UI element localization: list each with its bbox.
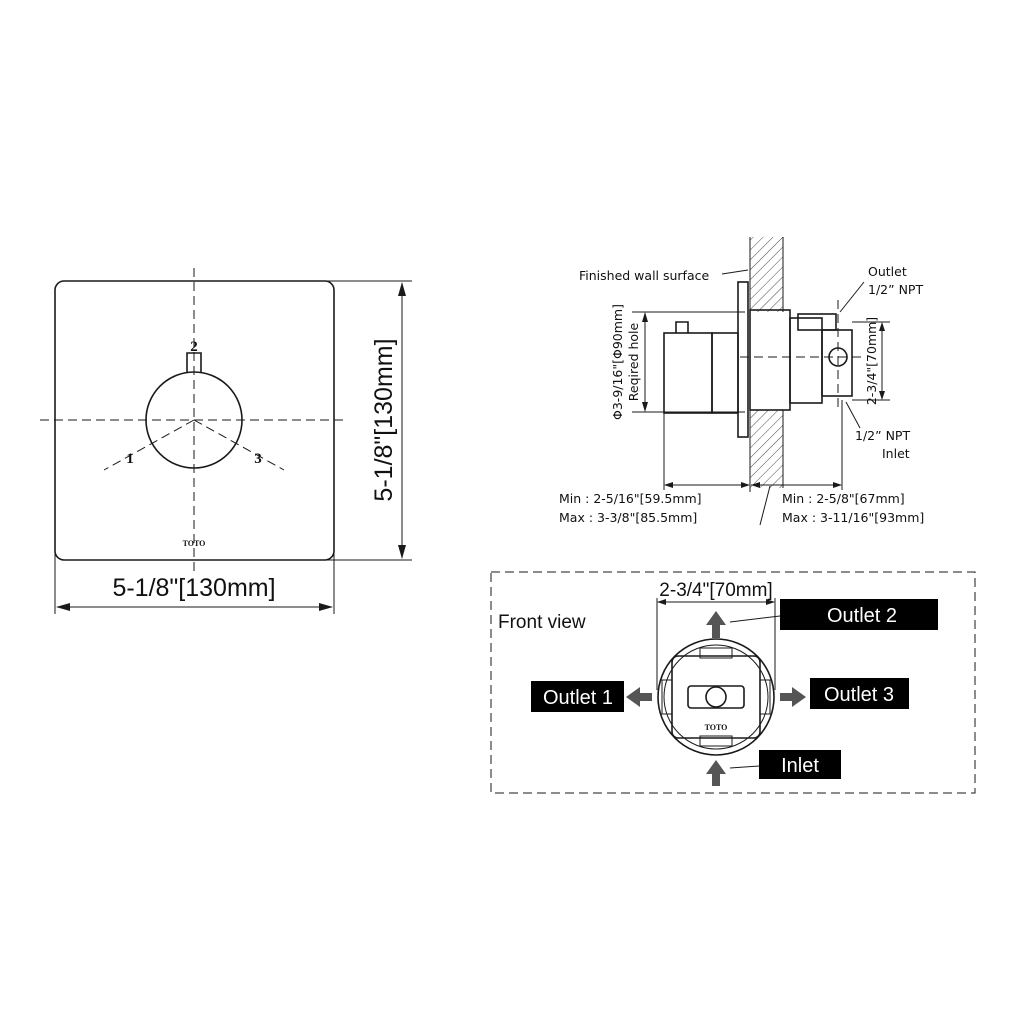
outlet-2-label: Outlet 2 — [827, 605, 897, 627]
outlet-label: Outlet — [868, 264, 907, 279]
front-plate-view: 2 1 3 TOTO 5-1/8"[130mm] 5-1/8"[130mm] — [40, 268, 412, 614]
wall-leader — [721, 269, 749, 275]
side-trim-ring — [711, 332, 739, 414]
depth-leader — [759, 485, 771, 526]
valve-escutcheon — [749, 309, 791, 411]
width-dimension-label: 5-1/8"[130mm] — [112, 574, 275, 602]
inlet-leader — [845, 401, 861, 429]
inlet-tag-leader — [729, 765, 760, 769]
fv-arrow-left — [657, 599, 666, 605]
height-arrow-top — [398, 282, 406, 296]
position-line-1 — [103, 419, 195, 471]
min-right-label: Min : 2-5/8"[67mm] — [782, 491, 905, 506]
side-knob-tab — [675, 321, 689, 333]
valve-stem-slot — [687, 685, 745, 709]
front-view-frame — [490, 571, 976, 794]
valve-port-left — [661, 679, 673, 715]
position-label-1: 1 — [126, 451, 134, 467]
side-knob — [663, 332, 713, 414]
hole-label: Reqired hole — [626, 322, 641, 401]
position-label-3: 3 — [254, 451, 262, 467]
valve-port-top — [699, 647, 733, 659]
depth-arrow-left — [664, 482, 673, 488]
wall-surface-label: Finished wall surface — [579, 268, 709, 283]
valve-face-logo: TOTO — [705, 723, 728, 732]
arrow-right-icon — [780, 687, 806, 707]
min-left-label: Min : 2-5/16"[59.5mm] — [559, 491, 702, 506]
side-cover-plate — [737, 281, 749, 438]
inlet-tag-label: Inlet — [781, 755, 819, 777]
fv-arrow-right — [766, 599, 775, 605]
depth-arrow-mid-right — [751, 482, 760, 488]
height-arrow-bottom — [398, 545, 406, 559]
side-view: Φ3-9/16"[Φ90mm] Reqired hole 2-3/4"[70mm… — [559, 237, 924, 526]
outlet-1-label: Outlet 1 — [543, 687, 613, 709]
valve-clip — [797, 313, 837, 331]
width-arrow-left — [56, 603, 70, 611]
hole-arrow-top — [642, 312, 648, 322]
valve-stem — [705, 686, 727, 708]
body-arrow-top — [879, 322, 885, 331]
valve-face-inner — [663, 644, 769, 750]
outlet-1-tag — [531, 681, 624, 712]
position-label-2: 2 — [190, 339, 198, 355]
max-left-label: Max : 3-3/8"[85.5mm] — [559, 510, 697, 525]
body-arrow-bottom — [879, 391, 885, 400]
arrow-left-icon — [626, 687, 652, 707]
hole-dim-label: Φ3-9/16"[Φ90mm] — [610, 304, 625, 420]
arrow-up-icon — [706, 611, 726, 638]
inlet-label: Inlet — [882, 446, 910, 461]
wall-hatch-lower — [750, 410, 783, 488]
position-line-3 — [193, 419, 285, 471]
height-dimension-label: 5-1/8"[130mm] — [370, 338, 398, 501]
front-view-title: Front view — [498, 612, 586, 633]
valve-face-outer — [657, 638, 775, 756]
inlet-npt-label: 1/2” NPT — [855, 428, 910, 443]
fv-width-label: 2-3/4"[70mm] — [659, 580, 772, 601]
outlet-3-label: Outlet 3 — [824, 684, 894, 706]
wall-hatch-upper — [750, 237, 783, 312]
width-arrow-right — [319, 603, 333, 611]
outlet-leader — [839, 281, 865, 313]
knob-indicator-tab — [186, 352, 202, 372]
valve-port-block — [821, 329, 853, 397]
valve-port-bottom — [699, 735, 733, 747]
front-view: Front view 2-3/4"[70mm] TOTO Outlet 2 Ou… — [490, 571, 976, 794]
arrow-inlet-icon — [706, 760, 726, 786]
valve-port-right — [759, 679, 771, 715]
body-height-label: 2-3/4"[70mm] — [864, 317, 879, 405]
outlet-2-tag — [780, 599, 938, 630]
max-right-label: Max : 3-11/16"[93mm] — [782, 510, 924, 525]
outlet-npt-label: 1/2” NPT — [868, 282, 923, 297]
inlet-tag — [759, 750, 841, 779]
depth-arrow-mid-left — [741, 482, 750, 488]
outlet-3-tag — [810, 678, 909, 709]
depth-arrow-right — [833, 482, 842, 488]
hole-arrow-bottom — [642, 402, 648, 412]
outlet-2-leader — [729, 615, 781, 623]
plate-logo: TOTO — [183, 539, 206, 548]
control-knob — [145, 371, 243, 469]
